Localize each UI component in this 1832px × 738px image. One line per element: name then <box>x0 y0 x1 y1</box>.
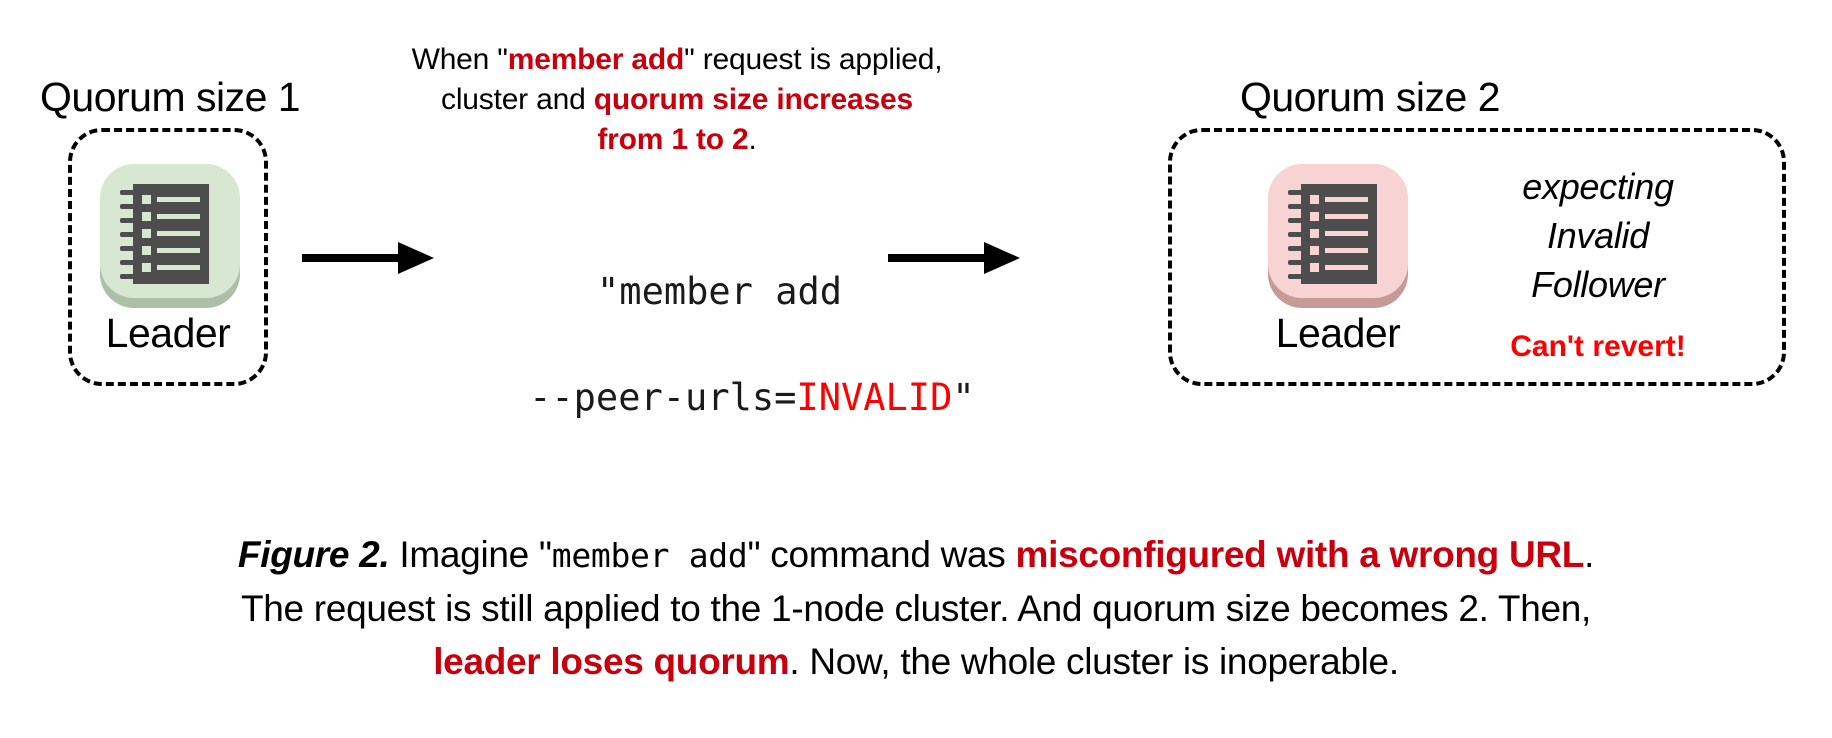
annotation-text: cluster and <box>441 83 594 116</box>
expecting-follower-note: expecting Invalid Follower <box>1448 162 1748 309</box>
right-quorum-label: Quorum size 2 <box>1239 74 1501 120</box>
annotation-text: When " <box>411 43 508 76</box>
caption-text: . Now, the whole cluster is inoperable. <box>789 641 1399 682</box>
caption-text: Imagine " <box>389 534 552 575</box>
annotation-text: " request is applied, <box>684 43 943 76</box>
command-line-2: --peer-urls=INVALID" <box>529 376 975 419</box>
right-node-role-label: Leader <box>1275 310 1401 356</box>
left-cluster-box <box>68 128 268 386</box>
caption-line-1: Figure 2. Imagine "member add" command w… <box>0 528 1832 582</box>
annotation-highlight-range: from 1 to 2 <box>597 123 749 156</box>
expecting-line-3: Follower <box>1531 264 1665 305</box>
annotation-highlight-command: member add <box>507 43 685 76</box>
left-node-icon-wrapper <box>95 158 245 308</box>
figure-number: Figure 2. <box>237 534 390 575</box>
command-quote: " <box>952 376 975 419</box>
left-quorum-label: Quorum size 1 <box>40 74 301 120</box>
command-flag: --peer-urls= <box>529 376 797 419</box>
right-cluster-box <box>1168 128 1786 386</box>
command-line-1: "member add <box>597 270 843 313</box>
flow-arrow-right <box>888 242 1020 274</box>
caption-text: " command was <box>747 534 1016 575</box>
left-node-role-label: Leader <box>105 310 231 356</box>
caption-highlight-misconfigured: misconfigured with a wrong URL <box>1015 534 1585 575</box>
top-annotation-line2: cluster and quorum size increases <box>441 83 913 116</box>
caption-line-2: The request is still applied to the 1-no… <box>240 588 1592 629</box>
caption-line-3: leader loses quorum. Now, the whole clus… <box>0 635 1832 688</box>
server-node-icon <box>1288 184 1377 284</box>
annotation-text: . <box>748 123 757 156</box>
caption-highlight-loses-quorum: leader loses quorum <box>433 641 790 682</box>
figure-caption: Figure 2. Imagine "member add" command w… <box>0 528 1832 688</box>
caption-command-literal: member add <box>551 536 748 575</box>
caption-text: . <box>1584 534 1595 575</box>
top-annotation: When "member add" request is applied, cl… <box>362 40 992 160</box>
command-text: "member add --peer-urls=INVALID" <box>440 212 975 477</box>
cant-revert-warning: Can't revert! <box>1510 330 1686 363</box>
flow-arrow-left <box>302 242 434 274</box>
top-annotation-line3: from 1 to 2. <box>597 123 757 156</box>
expecting-line-2: Invalid <box>1547 215 1649 256</box>
right-node-icon-wrapper <box>1263 158 1413 308</box>
top-annotation-line1: When "member add" request is applied, <box>412 43 943 76</box>
server-node-icon <box>120 184 209 284</box>
command-invalid-value: INVALID <box>796 376 953 419</box>
annotation-highlight-quorum: quorum size increases <box>593 83 913 116</box>
expecting-line-1: expecting <box>1522 166 1674 207</box>
